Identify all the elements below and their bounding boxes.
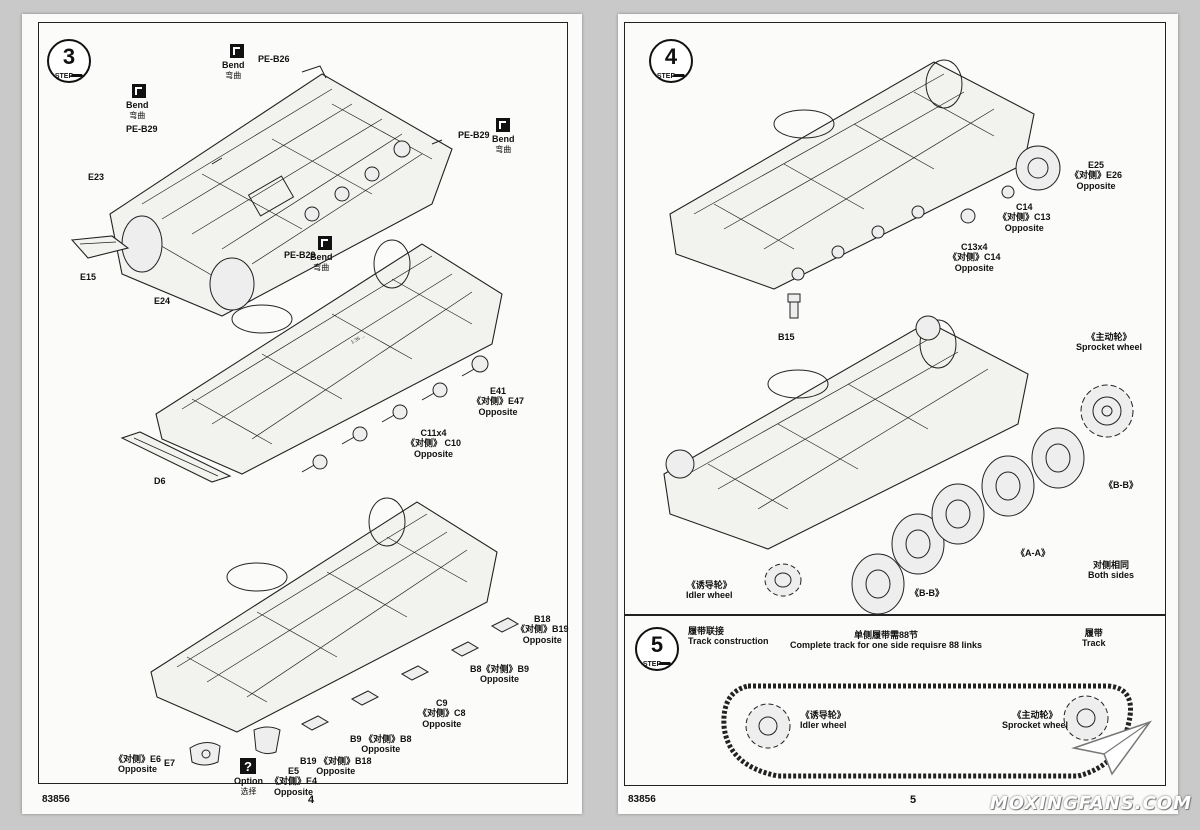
bend-icon [318,236,332,250]
kit-code: 83856 [42,794,70,805]
bend-icon [496,118,510,132]
bend-icon [230,44,244,58]
label-sprocket: 《主动轮》Sprocket wheel [1076,332,1143,353]
part-d6-plate [120,431,232,483]
svg-text:STEP: STEP [643,661,662,668]
label-pe-b29-bottom: PE-B29 [284,250,316,260]
page-number-right: 5 [910,794,917,806]
page-number: 4 [308,794,315,806]
svg-text:?: ? [244,759,252,774]
step-5-badge: 5 STEP [635,627,679,671]
part-e15-plate [70,235,130,259]
svg-text:STEP: STEP [55,73,74,80]
label-aa: 《A-A》 [1016,548,1050,558]
lower-hull-drawing [150,497,498,733]
svg-text:STEP: STEP [657,73,676,80]
label-d6: D6 [154,476,166,486]
part-e5 [253,726,281,755]
svg-text:3: 3 [63,44,75,69]
label-bb-right: 《B-B》 [1104,480,1138,490]
label-e24: E24 [154,296,171,306]
part-b15 [787,293,801,319]
label-e15: E15 [80,272,97,282]
label-step5-idler: 《诱导轮》Idler wheel [800,710,847,731]
step-4-frame [624,22,1166,616]
sprocket-wheel-drawing [1080,384,1134,438]
label-bb-bottom: 《B-B》 [910,588,944,598]
paper-plane-logo-icon [1071,720,1153,776]
label-step5-sprocket: 《主动轮》Sprocket wheel [1002,710,1069,731]
label-b15: B15 [778,332,795,342]
road-wheels-group [851,427,1085,615]
label-pe-b29-right: PE-B29 [458,130,490,140]
track-loop-drawing [721,683,1133,779]
step4-lower-hull [663,315,1029,550]
suspension-arms-b8-b19 [300,617,520,731]
step-3-badge: 3 STEP [47,39,91,83]
step-4-badge: 4 STEP [649,39,693,83]
label-e7: E7 [164,758,176,768]
option-question-icon: ? [240,758,256,774]
label-idler: 《诱导轮》Idler wheel [686,580,733,601]
step4-suspension-arms [791,145,1061,281]
label-e23: E23 [88,172,105,182]
part-e6-e7 [189,742,221,766]
upper-hull-drawing [109,65,453,317]
svg-text:4: 4 [665,44,678,69]
label-pe-b29-left: PE-B29 [126,124,158,134]
watermark: MOXINGFANS.COM [989,793,1192,814]
page-frame [38,22,568,784]
step-5-frame [624,614,1166,786]
bend-icon [132,84,146,98]
svg-text:5: 5 [651,632,663,657]
label-pe-b26: PE-B26 [258,54,290,64]
middle-hull-drawing: 1:35 ... [155,239,503,475]
kit-code-right: 83856 [628,794,656,805]
idler-wheel-drawing [764,563,802,597]
suspension-arms-c11 [301,355,489,473]
